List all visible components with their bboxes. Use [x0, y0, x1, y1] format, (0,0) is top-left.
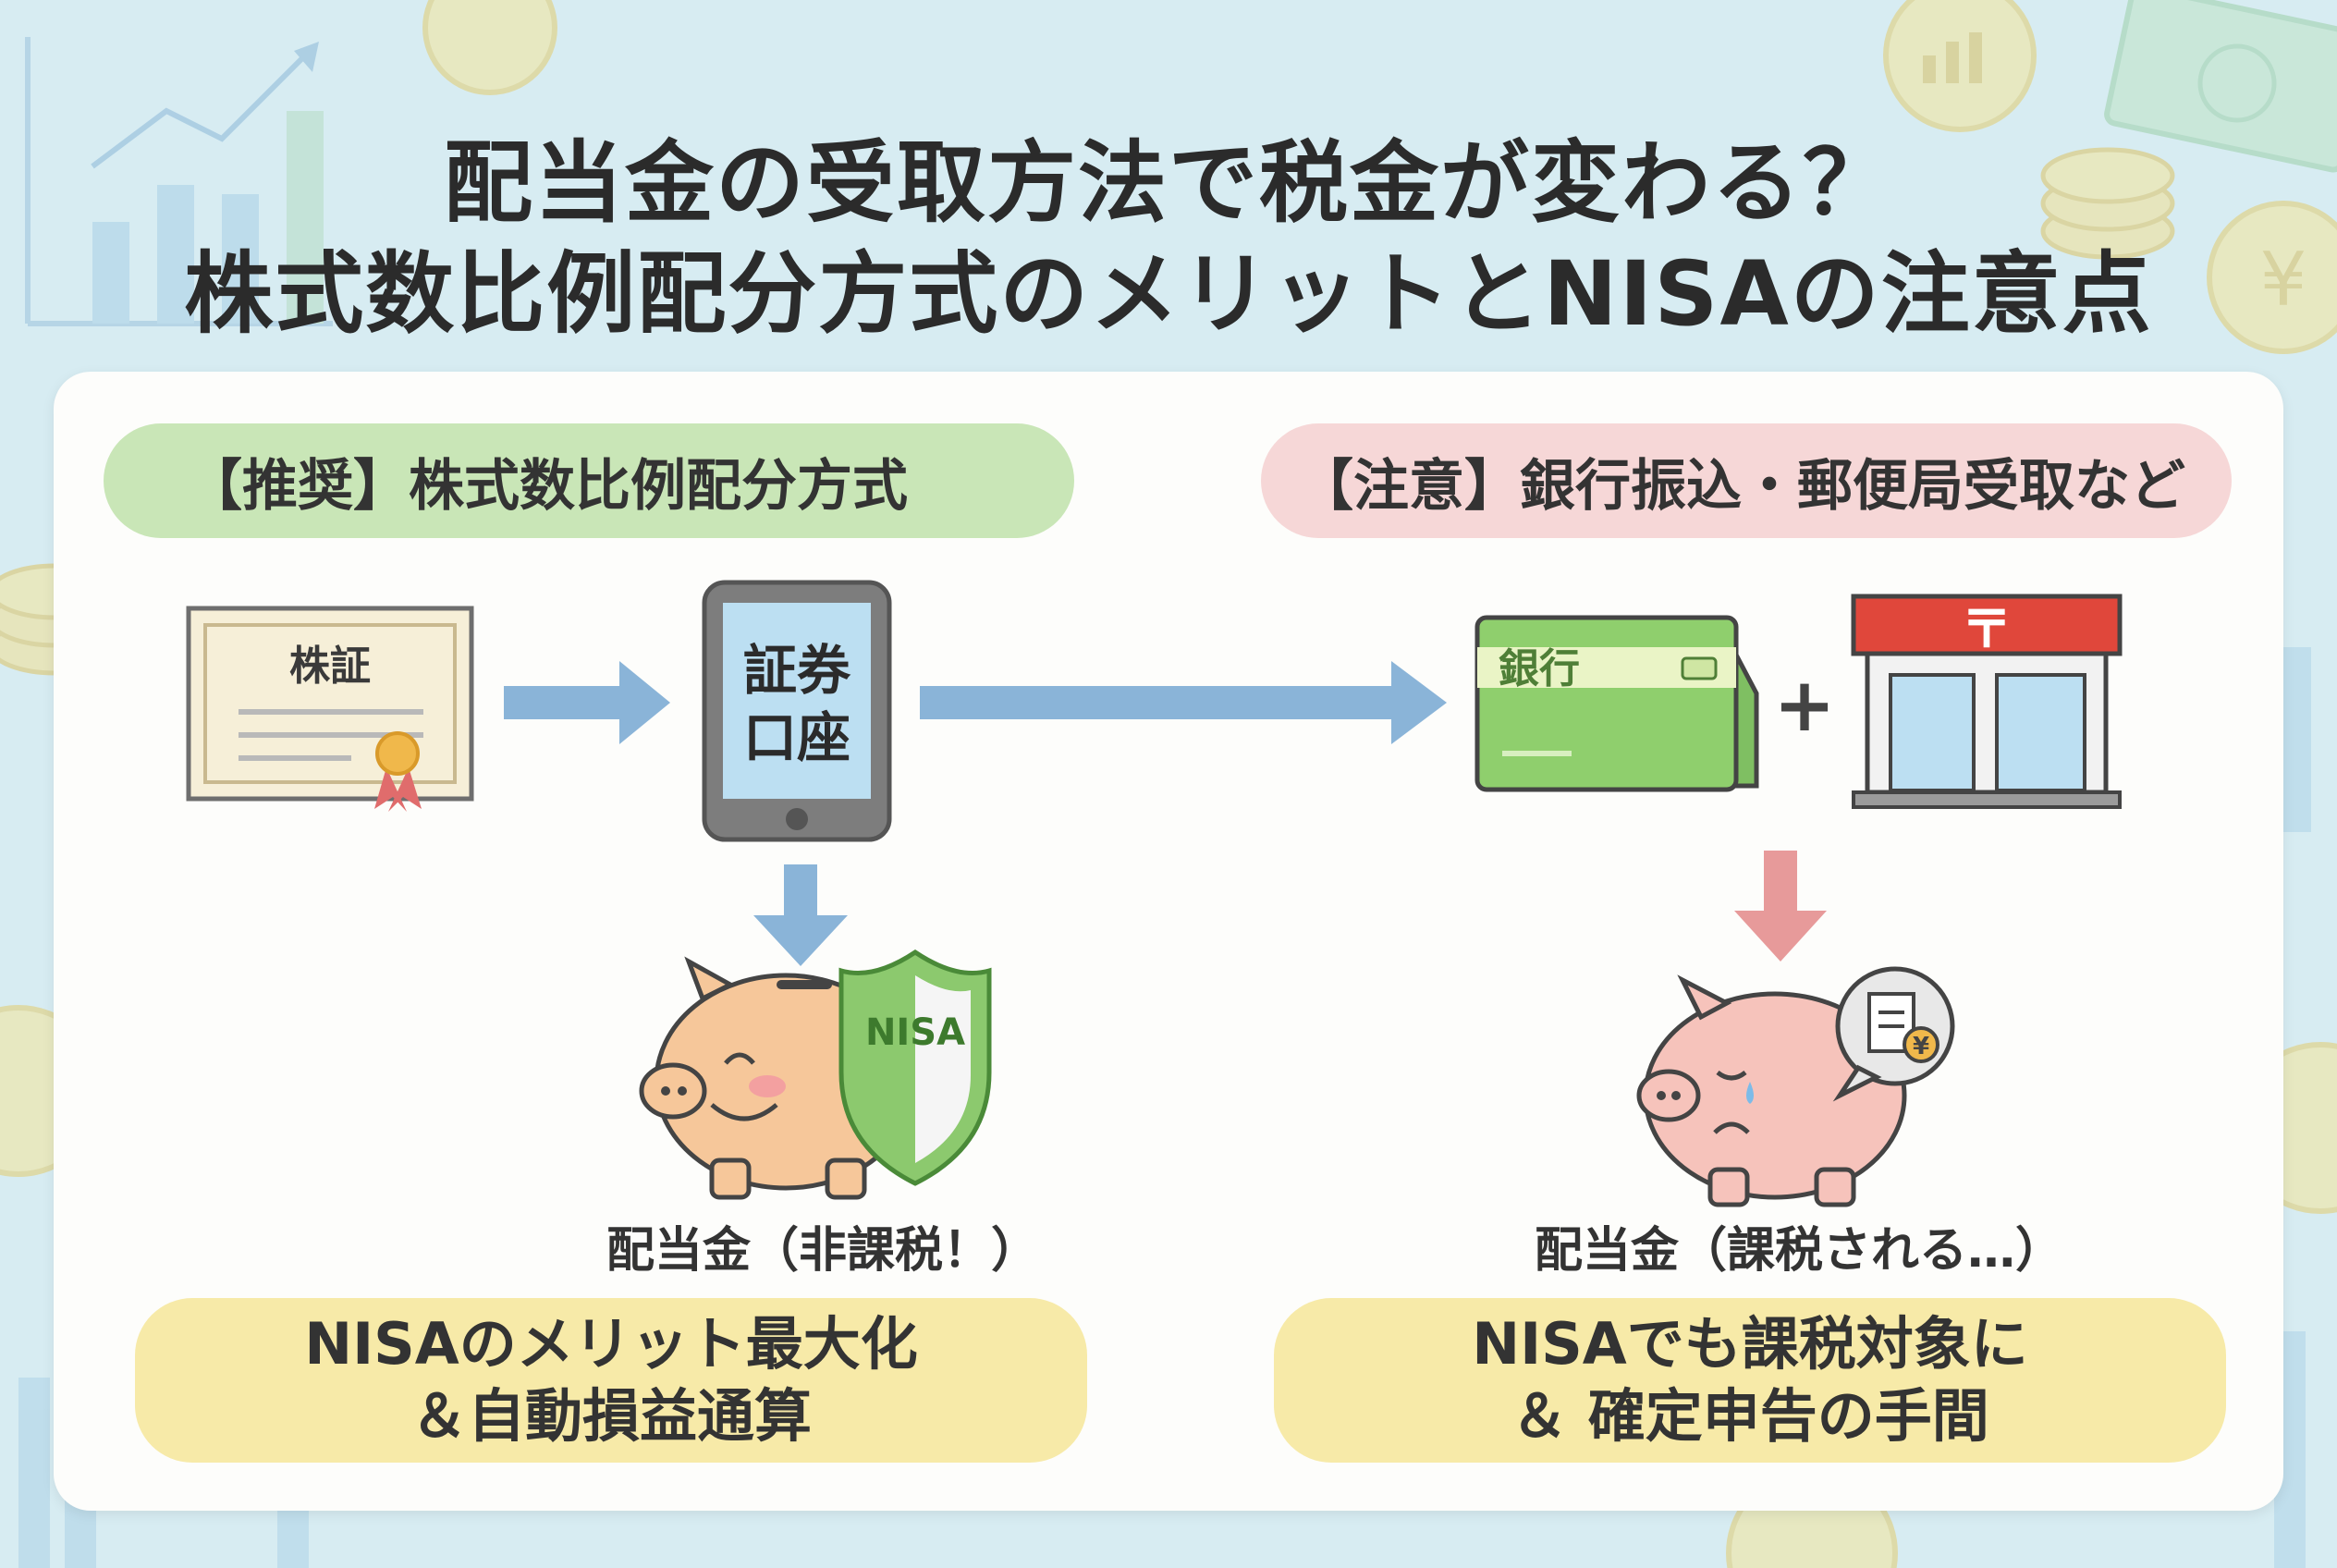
arrow-down-icon — [753, 864, 848, 966]
page-title-line1: 配当金の受取方法で税金が変わる？ — [444, 131, 1893, 235]
document-yen-icon: ¥ — [1832, 966, 1955, 1102]
bankbook-icon: 銀行 — [1474, 615, 1759, 792]
right-result-line2: ＆ 確定申告の手間 — [1511, 1382, 1989, 1450]
post-mark: 〒 — [1961, 600, 2013, 660]
arrow-right-long-icon — [920, 661, 1447, 744]
page-title-line2: 株式数比例配分方式のメリットとNISAの注意点 — [184, 242, 2153, 346]
yen-bill-icon — [2104, 0, 2337, 173]
caution-method-header: 【注意】銀行振込・郵便局受取など — [1261, 423, 2232, 538]
shield-icon: NISA — [838, 949, 992, 1186]
recommended-method-header: 【推奨】株式数比例配分方式 — [104, 423, 1074, 538]
arrow-right-icon — [504, 661, 670, 744]
right-dividend-caption: 配当金（課税される…） — [1535, 1223, 2064, 1279]
phone-label-1: 証券 — [743, 639, 851, 702]
right-result-line1: NISAでも課税対象に — [1472, 1310, 2028, 1378]
post-office-icon: 〒 — [1851, 594, 2123, 809]
certificate-label: 株証 — [289, 643, 371, 690]
left-dividend-caption: 配当金（非課税！） — [606, 1223, 1040, 1279]
svg-text:¥: ¥ — [2260, 237, 2307, 323]
chart-up-icon — [25, 37, 333, 326]
document-yen-label: ¥ — [1913, 1033, 1929, 1060]
left-result-line2: ＆自動損益通算 — [410, 1382, 812, 1450]
bankbook-label: 銀行 — [1499, 645, 1580, 692]
right-result-box: NISAでも課税対象に ＆ 確定申告の手間 — [1274, 1298, 2226, 1463]
caution-method-label: 【注意】銀行振込・郵便局受取など — [1298, 453, 2185, 519]
left-result-line1: NISAのメリット最大化 — [304, 1310, 918, 1378]
arrow-down-icon — [1734, 851, 1827, 962]
chart-bars-icon — [18, 647, 2311, 1568]
plus-sign: + — [1773, 662, 1835, 748]
left-result-box: NISAのメリット最大化 ＆自動損益通算 — [135, 1298, 1087, 1463]
shield-label: NISA — [865, 1011, 965, 1054]
phone-label-2: 口座 — [743, 706, 850, 769]
certificate-icon: 株証 — [186, 606, 474, 812]
recommended-method-label: 【推奨】株式数比例配分方式 — [187, 453, 908, 519]
smartphone-icon: 証券 口座 — [702, 580, 892, 842]
